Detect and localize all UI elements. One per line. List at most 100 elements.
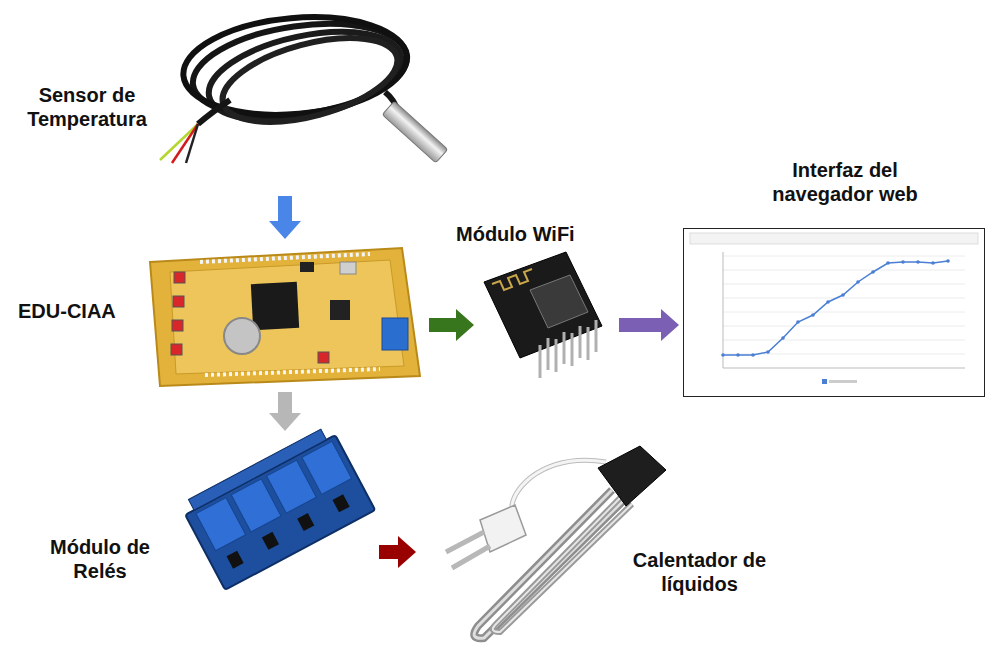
component [297,513,314,531]
handle [598,446,666,506]
heating-rod [474,490,624,638]
component-node: Sensor de Temperatura [150,15,440,192]
block-arrow [269,196,301,239]
component-node: Módulo de Relés [185,435,375,590]
data-point [901,260,905,264]
pin [571,333,574,366]
component-node: Calentador de líquidos [420,440,665,650]
data-point [736,353,740,357]
grid-line [723,312,965,313]
plug-pin [452,546,490,568]
wire [172,124,198,163]
button [173,296,184,307]
pin-header [205,369,380,375]
component-node: Interfaz del navegador web [683,228,985,397]
pin-header [200,254,370,262]
toolbar [690,233,978,244]
wire [186,124,198,163]
button [174,272,185,283]
heater-illustration [446,446,666,638]
component-node: EDU-CIAA [140,243,425,388]
heating-rod-shine [474,490,624,638]
browser-frame [684,229,985,397]
plug-pin [446,532,484,552]
terminal-block [188,429,326,510]
data-point [751,353,755,357]
legend-swatch-tiny [822,379,827,384]
data-point [796,320,800,324]
data-point [886,261,890,265]
legend-text-tiny [829,380,857,383]
data-point [811,313,815,317]
probe [382,101,448,163]
shield [530,275,588,328]
pin [579,326,582,358]
data-point [931,261,935,265]
component [262,532,279,550]
probe-tube [382,101,448,163]
power-cable [512,460,606,512]
data-point [766,350,770,354]
component-label: Calentador de líquidos [632,548,767,596]
pins [540,320,596,378]
pin [555,339,558,372]
wifi-illustration [484,252,602,378]
data-point [946,259,950,263]
chip [300,262,314,272]
data-point [871,270,875,274]
data-points [721,259,950,357]
antenna [492,269,532,290]
cable [198,100,230,124]
data-point [841,293,845,297]
component-label: EDU-CIAA [18,299,116,323]
grid-line [723,270,965,271]
component-label: Módulo WiFi [456,222,575,246]
pin [595,320,598,352]
data-point [916,260,920,264]
component [227,551,244,569]
grid-line [723,284,965,285]
data-point [856,280,860,284]
cable-loop [214,22,407,138]
grid-line [723,298,965,299]
axis [723,368,965,369]
connector [340,262,356,274]
chip [330,300,350,320]
terminal-block [382,318,408,350]
grid [723,256,965,354]
data-point [721,353,725,357]
board-illustration [150,248,420,386]
power-cable [512,460,606,512]
pin [563,332,566,364]
browser-illustration [684,229,985,397]
grid-line [723,326,965,327]
button [318,352,329,363]
pcb [484,252,602,358]
button [172,320,183,331]
component-label: Interfaz del navegador web [760,158,930,206]
grid-line [723,256,965,257]
block-arrow [429,309,474,341]
relay-illustration [180,424,376,589]
pin [547,338,550,370]
cable-loop [179,8,411,123]
button [171,344,182,355]
pcb [150,248,420,386]
coin-cell [224,318,260,354]
data-line [723,261,948,355]
data-point [826,300,830,304]
block-arrow [379,536,416,568]
axis [723,252,724,368]
component-node: Módulo WiFi [478,250,615,380]
component-label: Sensor de Temperatura [22,83,152,131]
component-label: Módulo de Relés [35,535,165,583]
pcb-area [170,260,404,374]
sensor-illustration [160,8,448,163]
block-arrow [619,309,679,341]
grid-line [723,340,965,341]
pin [539,345,542,378]
data-point [781,336,785,340]
block-arrow [269,392,301,431]
